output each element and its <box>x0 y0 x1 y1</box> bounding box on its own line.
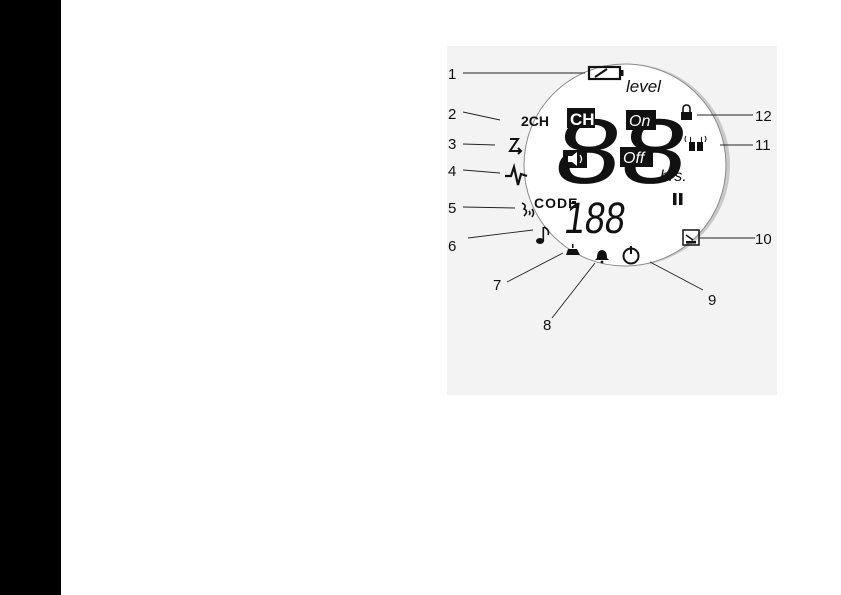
callout-7: 7 <box>493 277 501 294</box>
leader-line-8 <box>552 263 595 318</box>
leader-line-5 <box>463 207 515 208</box>
callout-1: 1 <box>448 66 456 83</box>
callout-9: 9 <box>708 292 716 309</box>
code-digits: 188 <box>562 194 629 243</box>
leader-line-7 <box>507 253 563 282</box>
two-ch-label: 2CH <box>521 113 549 129</box>
callout-8: 8 <box>543 317 551 334</box>
leader-line-6 <box>468 230 533 238</box>
leader-line-4 <box>463 170 500 173</box>
music-note-icon <box>536 227 549 244</box>
callout-2: 2 <box>448 106 456 123</box>
leader-line-9 <box>650 262 703 290</box>
on-label: On <box>629 113 650 130</box>
callout-4: 4 <box>448 163 456 180</box>
level-label: level <box>626 77 662 96</box>
ch-label: CH <box>570 110 595 129</box>
callout-6: 6 <box>448 238 456 255</box>
off-label: Off <box>623 150 646 167</box>
leader-line-3 <box>463 144 495 145</box>
callout-3: 3 <box>448 136 456 153</box>
leader-line-2 <box>463 112 500 120</box>
code-digits-group: 188 <box>562 194 629 243</box>
callout-11: 11 <box>755 137 771 154</box>
callout-10: 10 <box>755 231 772 248</box>
hrs-label: hrs. <box>660 168 687 185</box>
speaker-icon <box>563 150 587 168</box>
scan-icon <box>510 139 521 154</box>
callout-5: 5 <box>448 200 456 217</box>
callout-12: 12 <box>755 108 772 125</box>
